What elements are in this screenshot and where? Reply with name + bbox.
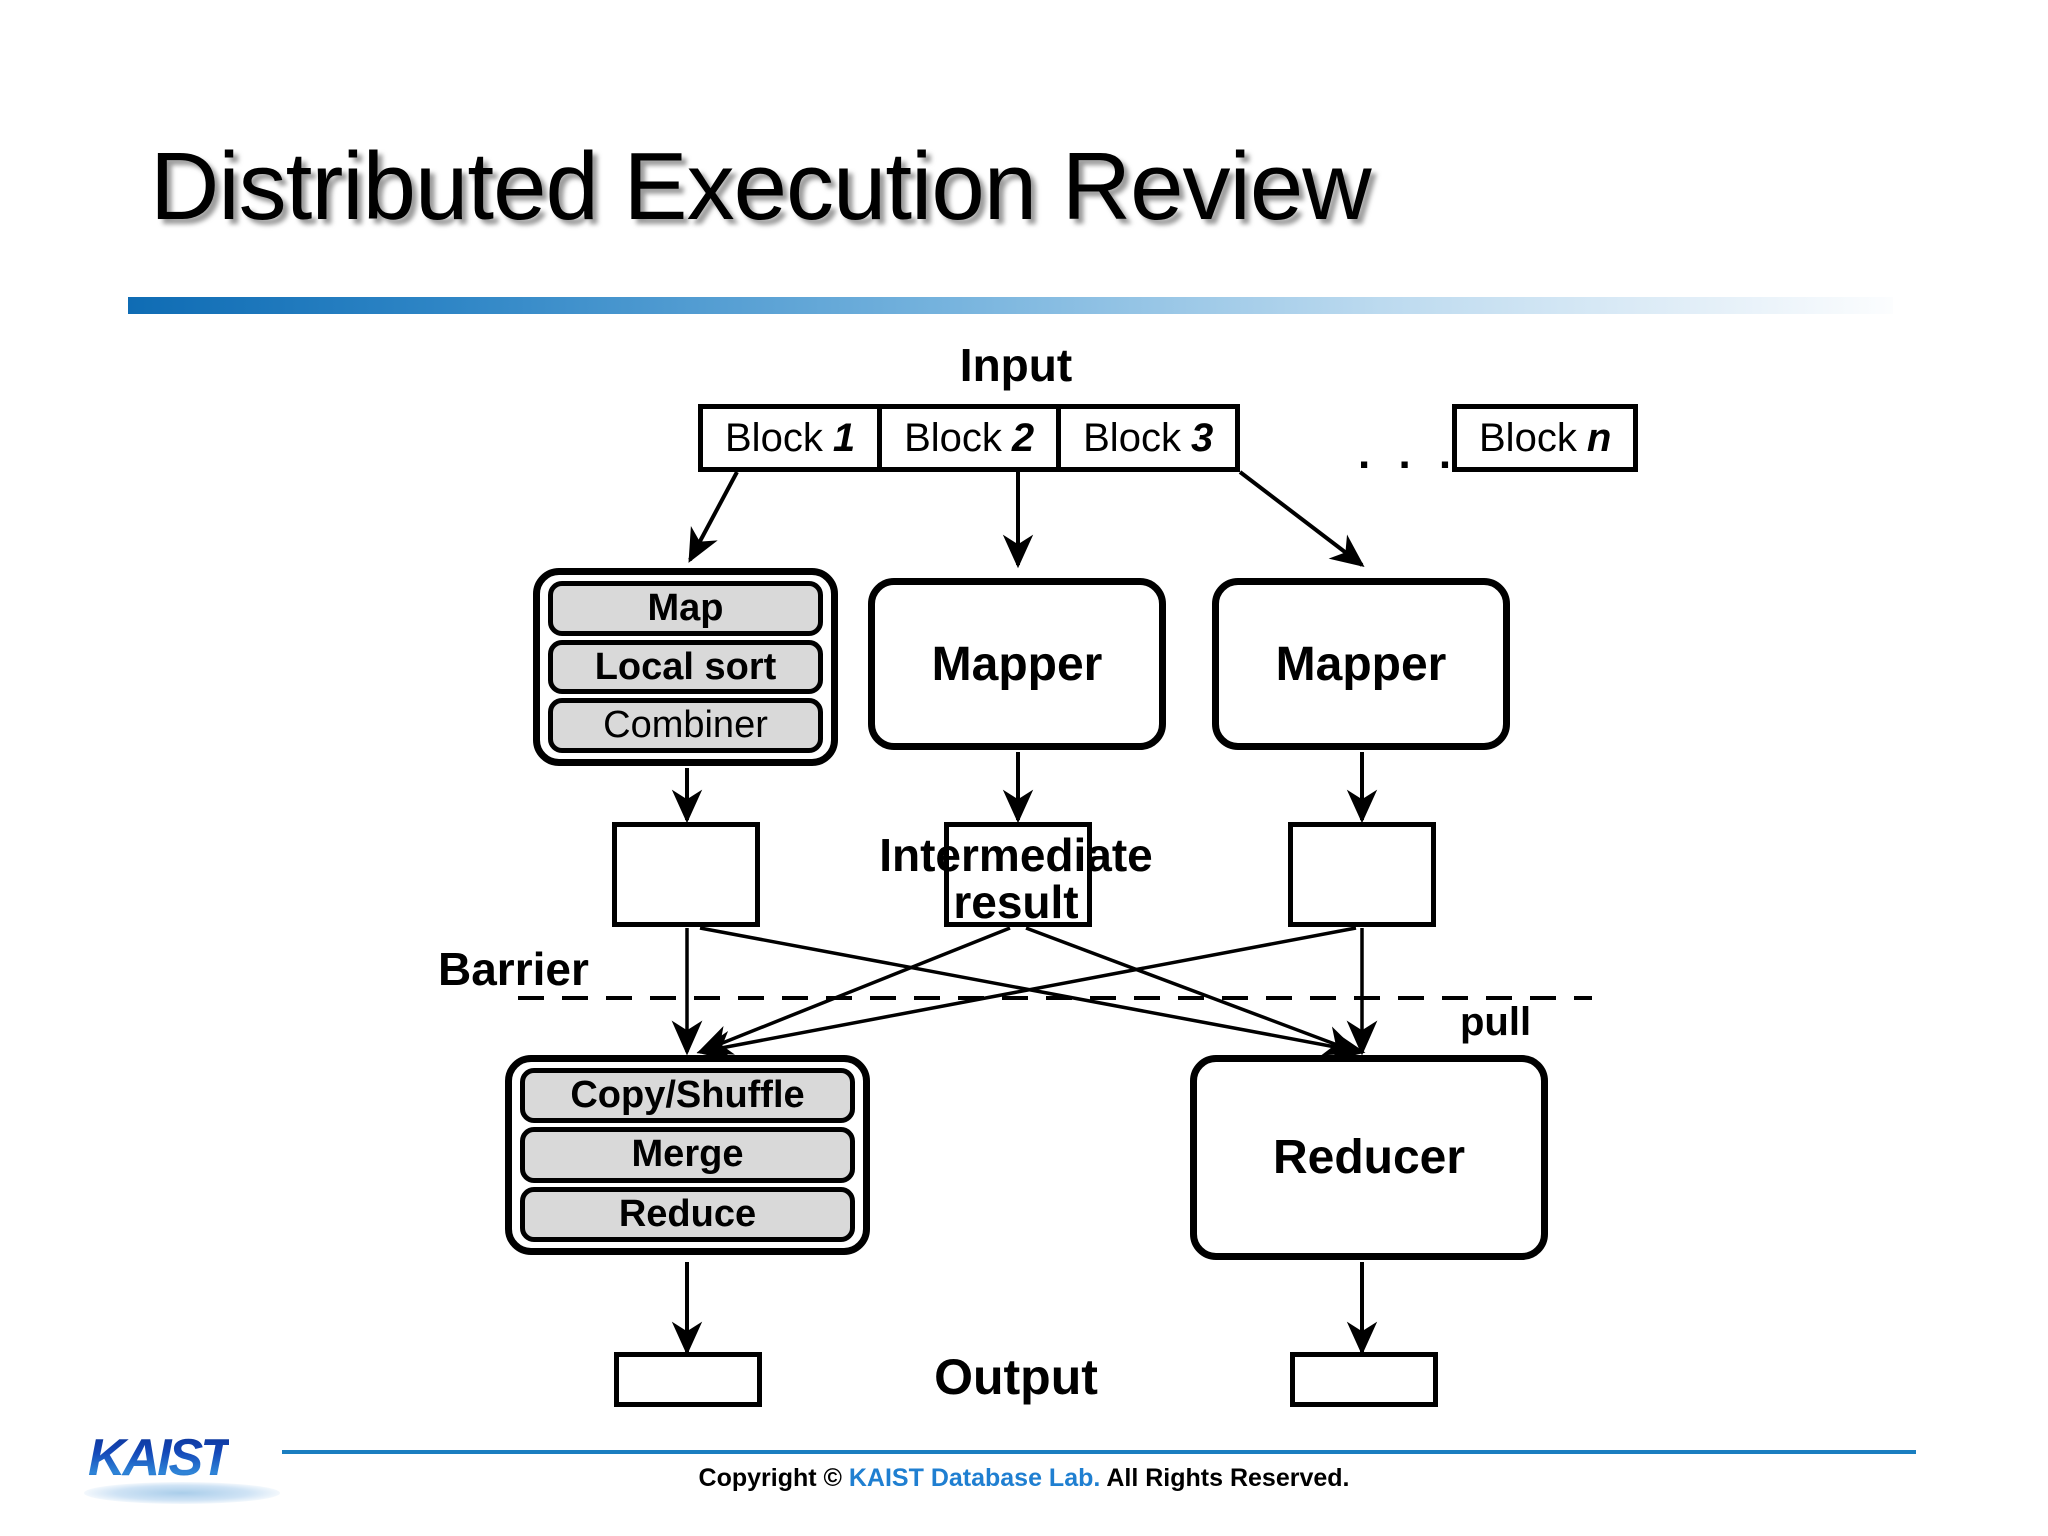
- pull-label: pull: [1460, 1000, 1532, 1044]
- mapper-node-3-label: Mapper: [1275, 637, 1447, 691]
- intermediate-result-label: Intermediate result: [866, 832, 1166, 926]
- barrier-label: Barrier: [438, 943, 589, 995]
- block-1-index: 1: [832, 415, 856, 460]
- footer-divider: [282, 1450, 1916, 1454]
- output-box-1[interactable]: [614, 1352, 762, 1407]
- reducer-expanded[interactable]: Copy/Shuffle Merge Reduce: [505, 1055, 870, 1255]
- reducer-stage-merge[interactable]: Merge: [520, 1127, 855, 1183]
- block-n-index: n: [1586, 415, 1612, 460]
- output-box-2[interactable]: [1290, 1352, 1438, 1407]
- block-n-label: Block: [1479, 415, 1577, 460]
- reducer-stage-reduce[interactable]: Reduce: [520, 1186, 855, 1242]
- block-3-label: Block: [1083, 415, 1181, 460]
- intermediate-result-line-2: result: [953, 875, 1079, 928]
- reducer-stage-copy-shuffle[interactable]: Copy/Shuffle: [520, 1068, 855, 1124]
- mapper-stage-local-sort[interactable]: Local sort: [548, 639, 823, 695]
- intermediate-box-3[interactable]: [1288, 822, 1436, 927]
- mapper-node-3[interactable]: Mapper: [1212, 578, 1510, 750]
- block-2-index: 2: [1011, 415, 1035, 460]
- block-3-index: 3: [1190, 415, 1214, 460]
- lab-name: KAIST Database Lab.: [848, 1464, 1101, 1492]
- title-divider-bar: [128, 297, 1919, 314]
- mapper-expanded[interactable]: Map Local sort Combiner: [533, 568, 838, 766]
- mapper-node-2-label: Mapper: [931, 637, 1103, 691]
- input-label: Input: [959, 339, 1073, 391]
- intermediate-box-1[interactable]: [612, 822, 760, 927]
- kaist-logo-reflection: [84, 1482, 280, 1504]
- mapper-node-2[interactable]: Mapper: [868, 578, 1166, 750]
- footer-copyright: Copyright © KAIST Database Lab. All Righ…: [0, 1464, 2048, 1493]
- mapper-stage-map[interactable]: Map: [548, 581, 823, 636]
- kaist-logo: KAIST: [84, 1428, 280, 1512]
- page-title: Distributed Execution Review: [150, 133, 1372, 240]
- block-2-label: Block: [904, 415, 1002, 460]
- block-1-label: Block: [725, 415, 823, 460]
- kaist-logo-text: KAIST: [88, 1429, 232, 1487]
- output-label: Output: [934, 1349, 1098, 1405]
- intermediate-result-line-1: Intermediate: [879, 829, 1153, 881]
- reducer-node-2-label: Reducer: [1272, 1131, 1466, 1184]
- reducer-node-2[interactable]: Reducer: [1190, 1055, 1548, 1260]
- copyright-suffix: All Rights Reserved.: [1100, 1464, 1350, 1492]
- blocks-ellipsis: . . .: [1358, 429, 1460, 478]
- intermediate-box-2[interactable]: [944, 822, 1092, 927]
- mapper-stage-combiner[interactable]: Combiner: [548, 698, 823, 754]
- copyright-prefix: Copyright ©: [698, 1464, 849, 1492]
